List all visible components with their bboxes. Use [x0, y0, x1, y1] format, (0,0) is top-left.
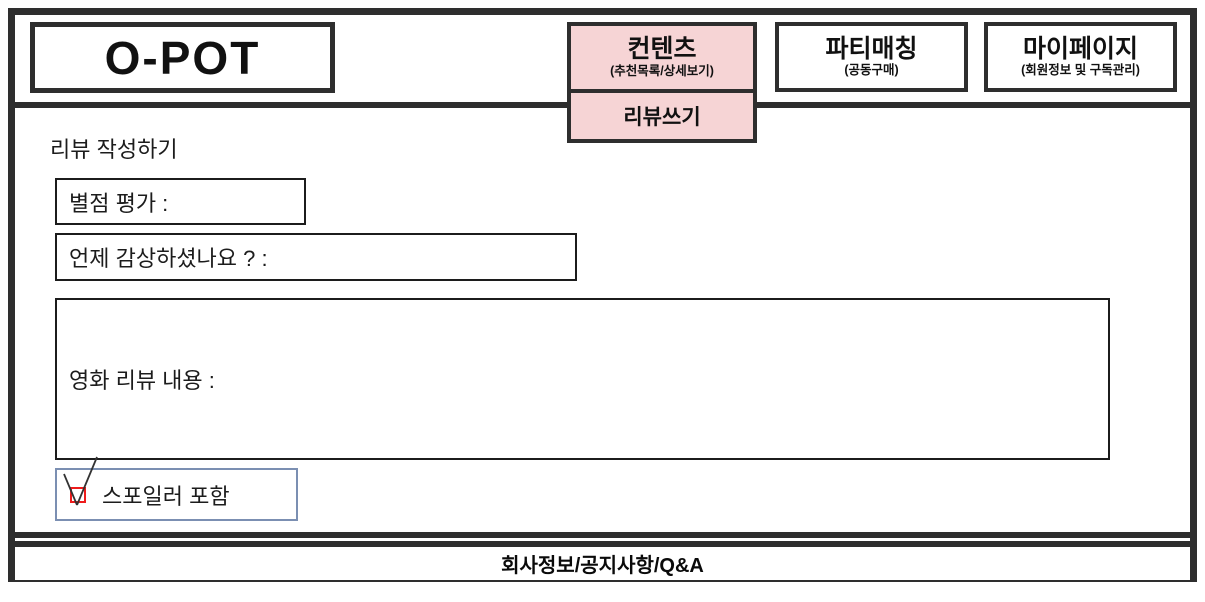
logo[interactable]: O-POT: [30, 22, 335, 93]
rating-field-label: 별점 평가 :: [69, 190, 169, 216]
content-footer-divider: [15, 532, 1190, 538]
footer-links[interactable]: 회사정보/공지사항/Q&A: [501, 555, 704, 577]
spoiler-option-box: 스포일러 포함: [55, 468, 298, 521]
page-title: 리뷰 작성하기: [50, 137, 178, 162]
footer-bar: 회사정보/공지사항/Q&A: [15, 541, 1190, 580]
watched-date-field[interactable]: 언제 감상하셨나요 ? :: [55, 233, 577, 281]
tab-party-matching[interactable]: 파티매칭 (공동구매): [775, 22, 968, 92]
rating-field[interactable]: 별점 평가 :: [55, 178, 306, 225]
tab-mypage-sublabel: (회원정보 및 구독관리): [1021, 63, 1140, 78]
tab-contents-label: 컨텐츠: [627, 35, 697, 64]
tab-mypage-label: 마이페이지: [1022, 34, 1138, 63]
review-content-label: 영화 리뷰 내용 :: [69, 368, 215, 393]
logo-text: O-POT: [104, 31, 261, 84]
spoiler-checkbox[interactable]: [70, 487, 86, 503]
subtab-write-review[interactable]: 리뷰쓰기: [567, 89, 757, 143]
review-content-textarea[interactable]: 영화 리뷰 내용 :: [55, 298, 1110, 460]
watched-date-field-label: 언제 감상하셨나요 ? :: [69, 246, 268, 271]
tab-mypage[interactable]: 마이페이지 (회원정보 및 구독관리): [984, 22, 1177, 92]
tab-party-matching-label: 파티매칭: [825, 34, 918, 63]
subtab-write-review-label: 리뷰쓰기: [623, 106, 701, 129]
spoiler-checkbox-label: 스포일러 포함: [102, 483, 230, 509]
tab-contents-sublabel: (추천목록/상세보기): [610, 63, 714, 78]
tab-party-matching-sublabel: (공동구매): [844, 63, 899, 78]
tab-contents[interactable]: 컨텐츠 (추천목록/상세보기): [567, 22, 757, 93]
